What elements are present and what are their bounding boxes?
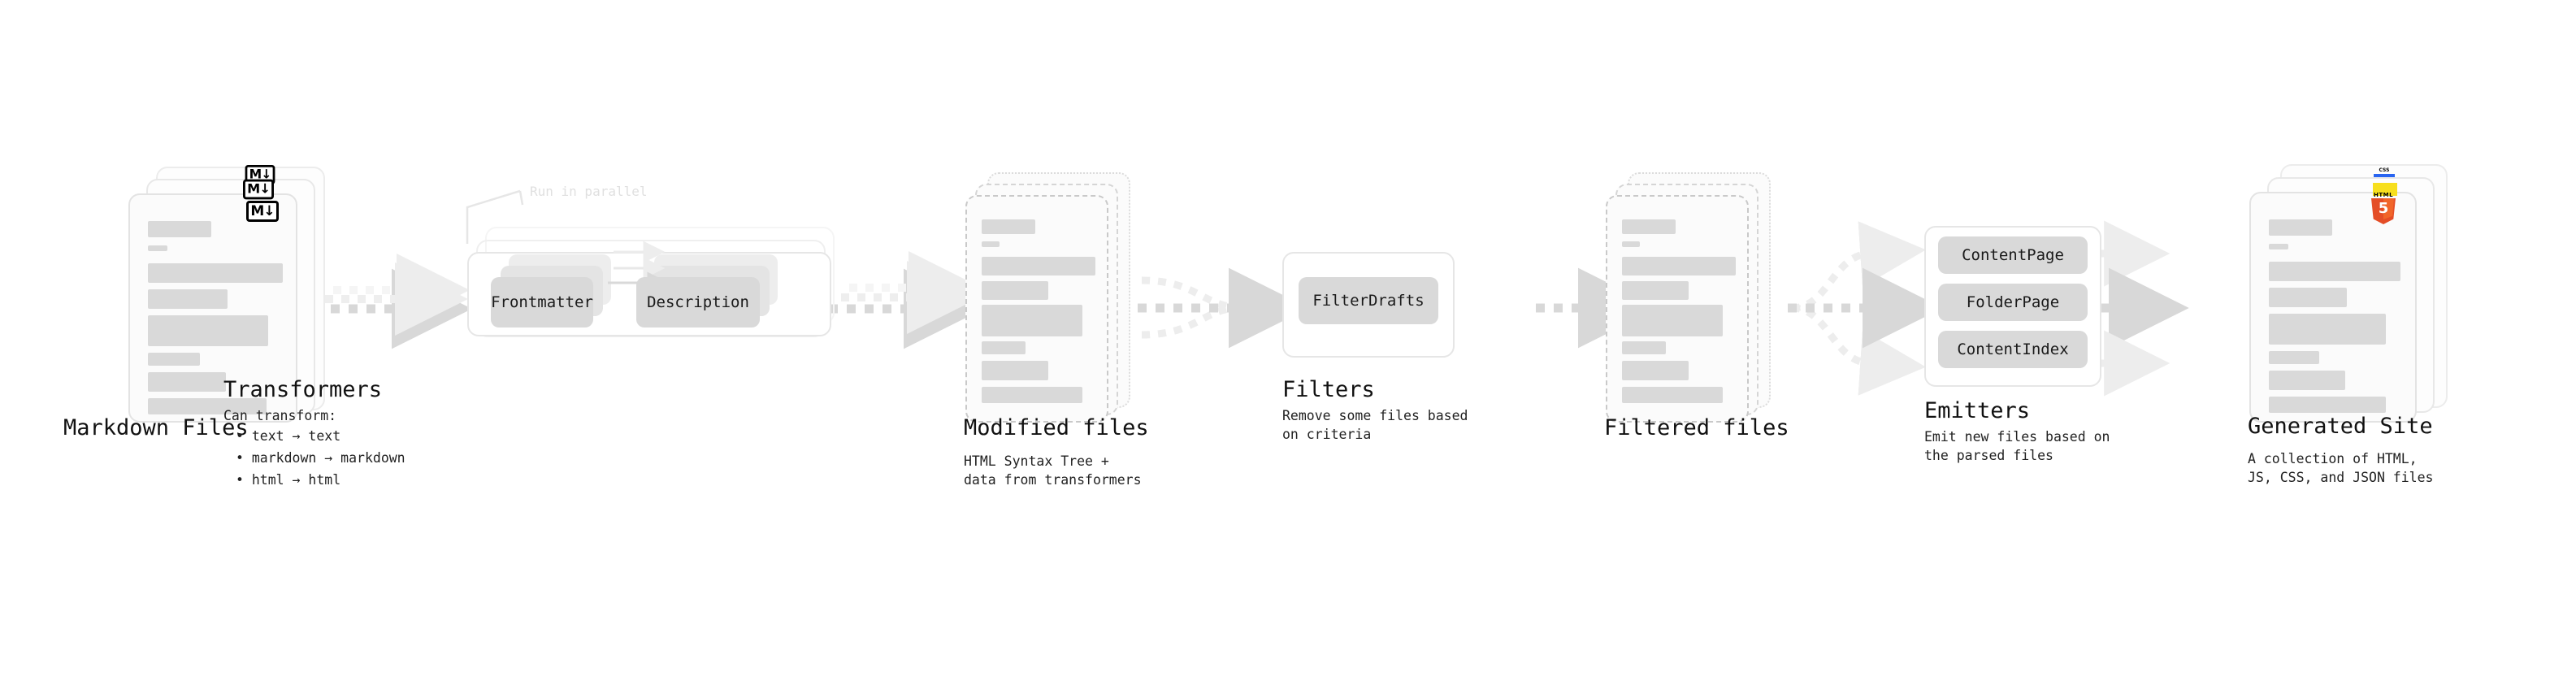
skeleton-subtext xyxy=(2269,244,2288,249)
stage-title-modified-files: Modified files xyxy=(964,415,1149,440)
stage-title-generated-site: Generated Site xyxy=(2248,414,2433,439)
site-card-front[interactable] xyxy=(2249,192,2417,423)
skeleton-line-4 xyxy=(1622,341,1666,354)
skeleton-heading xyxy=(148,221,211,237)
skeleton-line-5 xyxy=(982,361,1048,380)
html5-label: HTML xyxy=(2373,192,2394,198)
chip-folderpage[interactable]: FolderPage xyxy=(1938,284,2088,321)
html5-number: 5 xyxy=(2378,200,2389,217)
chip-filterdrafts[interactable]: FilterDrafts xyxy=(1299,277,1438,324)
bullet-text-3: html → html xyxy=(251,472,341,488)
skeleton-line-3 xyxy=(982,305,1082,336)
skeleton-line-6 xyxy=(148,398,267,414)
skeleton-line-2 xyxy=(148,289,228,309)
skeleton-line-2 xyxy=(2269,288,2347,307)
chip-frontmatter[interactable]: Frontmatter xyxy=(491,277,593,327)
chip-contentindex[interactable]: ContentIndex xyxy=(1938,331,2088,368)
skeleton-line-2 xyxy=(982,281,1048,300)
transformers-bullet-1: • text → text xyxy=(236,428,341,444)
skeleton-line-1 xyxy=(1622,257,1736,275)
stage-title-transformers: Transformers xyxy=(223,377,383,402)
stage-title-markdown-files: Markdown Files xyxy=(63,415,249,440)
skeleton-line-6 xyxy=(1622,387,1723,403)
css-label: CSS xyxy=(2379,167,2390,173)
arrow-transformers-to-modified xyxy=(829,251,984,349)
chip-contentpage[interactable]: ContentPage xyxy=(1938,236,2088,274)
generated-site-description: A collection of HTML, JS, CSS, and JSON … xyxy=(2248,451,2434,485)
arrow-markdown-to-transformers xyxy=(313,254,472,349)
bullet-text-1: text → text xyxy=(251,428,341,444)
transformers-bullet-3: • html → html xyxy=(236,472,341,488)
html5-icon: HTML 5 xyxy=(2370,192,2397,224)
filters-description: Remove some files based on criteria xyxy=(1282,408,1468,442)
markdown-icon: M↓ xyxy=(246,201,279,222)
stage-title-filters: Filters xyxy=(1282,377,1375,402)
skeleton-line-1 xyxy=(148,263,283,283)
modified-files-description: HTML Syntax Tree + data from transformer… xyxy=(964,453,1142,488)
skeleton-subtext xyxy=(982,241,1000,247)
bullet-text-2: markdown → markdown xyxy=(251,450,405,466)
transformers-bullet-2: • markdown → markdown xyxy=(236,450,405,466)
html5-shield: 5 xyxy=(2371,198,2396,224)
skeleton-line-5 xyxy=(1622,361,1689,380)
js-icon xyxy=(2373,183,2397,196)
markdown-card-front[interactable] xyxy=(128,193,297,423)
skeleton-line-2 xyxy=(1622,281,1689,300)
emitters-description: Emit new files based on the parsed files xyxy=(1924,429,2110,463)
stage-title-emitters: Emitters xyxy=(1924,398,2031,423)
skeleton-line-1 xyxy=(2269,262,2400,281)
skeleton-line-1 xyxy=(982,257,1095,275)
chip-description[interactable]: Description xyxy=(636,277,760,327)
skeleton-line-3 xyxy=(1622,305,1723,336)
filtered-card-front[interactable] xyxy=(1606,195,1749,423)
skeleton-subtext xyxy=(1622,241,1640,247)
arrow-modified-to-filters xyxy=(1138,267,1309,349)
skeleton-subtext xyxy=(148,245,167,251)
skeleton-line-3 xyxy=(148,315,268,346)
css-icon: CSS xyxy=(2374,168,2395,178)
stage-title-filtered-files: Filtered files xyxy=(1604,415,1789,440)
modified-card-front[interactable] xyxy=(965,195,1108,423)
skeleton-line-4 xyxy=(982,341,1026,354)
markdown-icon-back-1: M↓ xyxy=(243,179,274,200)
skeleton-line-5 xyxy=(148,372,226,392)
skeleton-heading xyxy=(2269,219,2332,236)
skeleton-heading xyxy=(982,219,1035,234)
skeleton-line-4 xyxy=(148,353,200,366)
transformers-description: Can transform: xyxy=(223,408,337,423)
arrow-filtered-to-emitters xyxy=(1788,221,1943,396)
skeleton-line-6 xyxy=(982,387,1082,403)
skeleton-line-6 xyxy=(2269,397,2386,413)
skeleton-line-5 xyxy=(2269,371,2345,390)
skeleton-heading xyxy=(1622,219,1676,234)
css-underline xyxy=(2374,174,2395,177)
skeleton-line-3 xyxy=(2269,314,2386,345)
skeleton-line-4 xyxy=(2269,351,2319,364)
run-in-parallel-label: Run in parallel xyxy=(530,184,648,199)
